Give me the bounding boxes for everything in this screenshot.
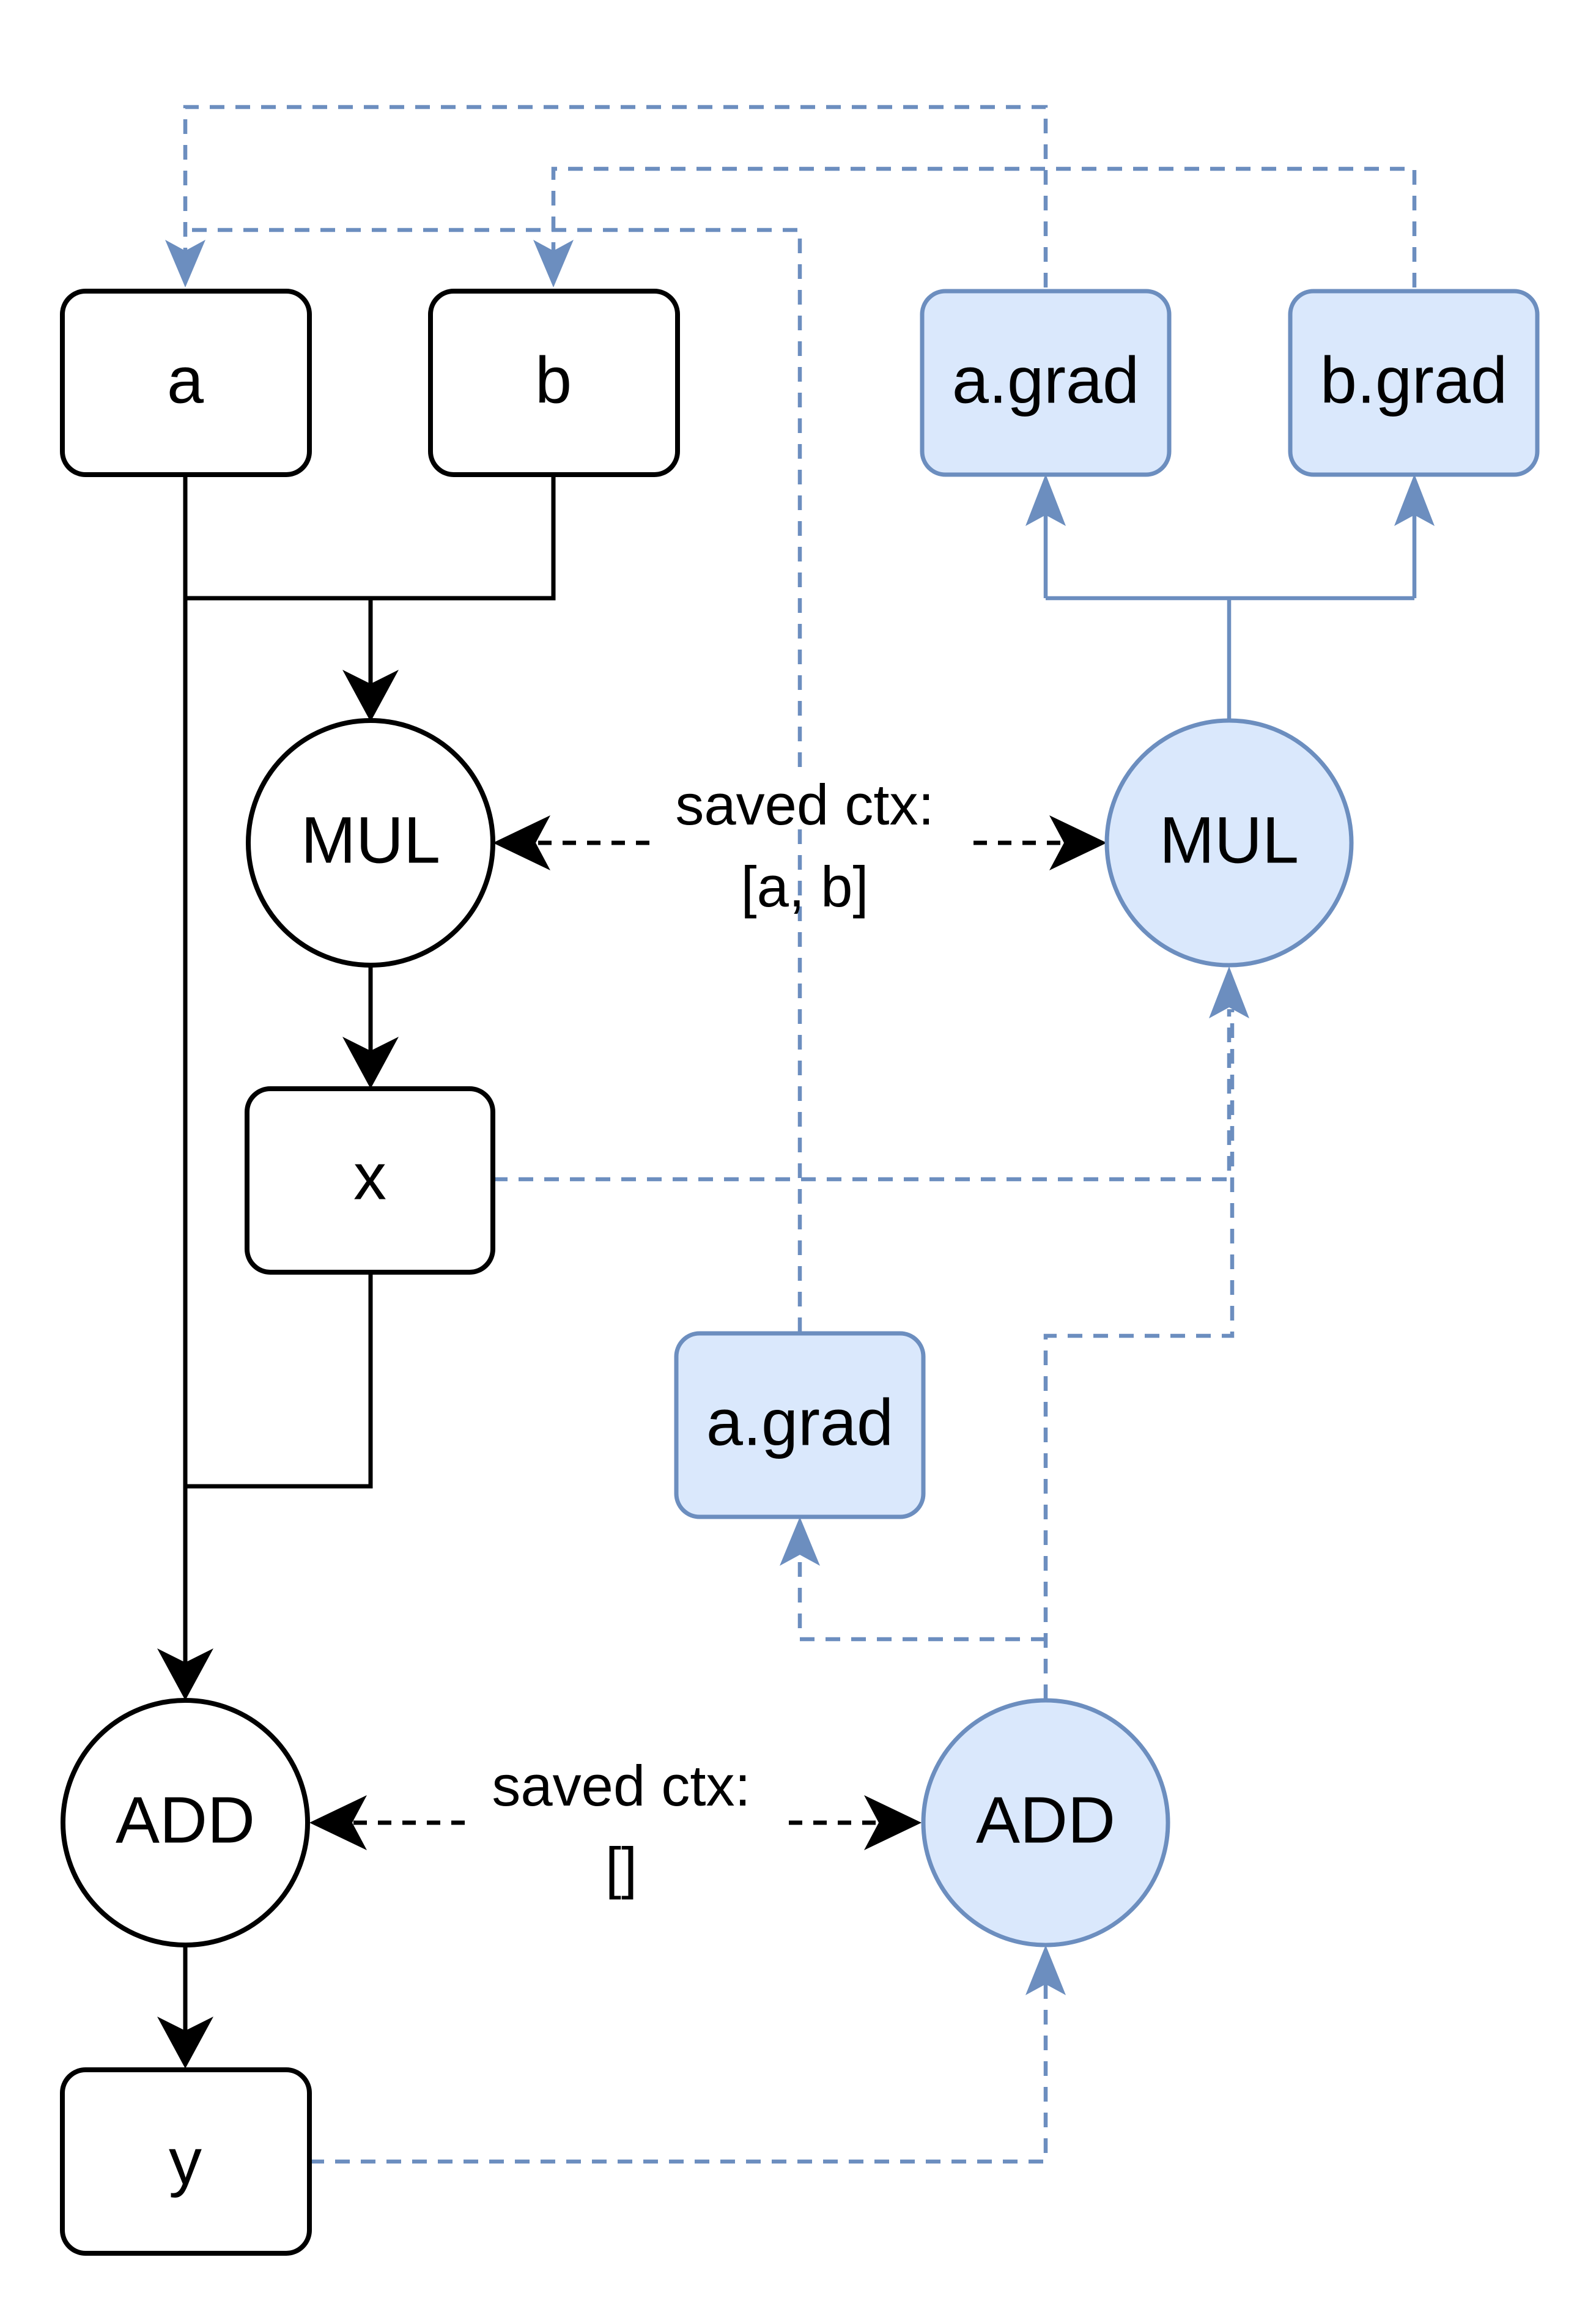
- ctx-add-line1: saved ctx:: [492, 1754, 750, 1818]
- ctx-mul-line1: saved ctx:: [675, 773, 934, 837]
- node-mul-backward-label: MUL: [1159, 803, 1299, 877]
- edge-bwd-add-to-bwd-mul: [1043, 1009, 1235, 1699]
- arrowhead-into-b-grad-top: [1394, 474, 1435, 526]
- arrowhead-into-mul: [342, 670, 399, 722]
- node-x[interactable]: x: [245, 1086, 495, 1275]
- node-b-grad-top-label: b.grad: [1320, 343, 1507, 417]
- node-a-grad-mid-label: a.grad: [706, 1385, 893, 1459]
- edge-x-join: [185, 1272, 373, 1489]
- node-mul-forward[interactable]: MUL: [246, 718, 495, 968]
- edge-bwd-mul-split: [1043, 508, 1417, 721]
- arrowhead-into-a: [165, 240, 205, 287]
- arrowhead-into-a-grad-top: [1025, 474, 1066, 526]
- arrowhead-into-bwd-mul: [1209, 966, 1249, 1018]
- ctx-add-right-arrowhead: [864, 1795, 922, 1850]
- node-add-backward-label: ADD: [976, 1783, 1115, 1857]
- arrowhead-into-x: [342, 1037, 399, 1089]
- node-a-grad-top[interactable]: a.grad: [920, 289, 1172, 477]
- arrowhead-into-bwd-add: [1025, 1945, 1066, 1995]
- node-a-grad-top-label: a.grad: [952, 343, 1139, 417]
- ctx-add-label-bg: [467, 1751, 792, 1809]
- ctx-add-line2: []: [605, 1836, 637, 1900]
- node-b-grad-top[interactable]: b.grad: [1288, 289, 1540, 477]
- node-a[interactable]: a: [60, 289, 312, 477]
- edge-a-grad-top-to-a: [183, 105, 1048, 287]
- node-x-label: x: [353, 1139, 386, 1213]
- edge-bwd-add-to-a-grad-mid: [797, 1547, 1046, 1642]
- node-add-forward-label: ADD: [116, 1783, 255, 1857]
- ctx-mul-line2: [a, b]: [741, 854, 868, 919]
- arrowhead-into-add: [157, 1648, 213, 1700]
- node-b[interactable]: b: [428, 289, 680, 477]
- node-y-label: y: [169, 2124, 202, 2198]
- ctx-mul-label-bg: [649, 771, 975, 829]
- ctx-mul-right-arrowhead: [1049, 815, 1107, 870]
- ctx-mul-left-arrowhead: [493, 815, 550, 870]
- node-y[interactable]: y: [60, 2067, 312, 2256]
- arrowhead-into-y: [157, 2017, 213, 2069]
- node-a-label: a: [167, 343, 204, 417]
- node-add-forward[interactable]: ADD: [61, 1698, 310, 1947]
- node-add-backward[interactable]: ADD: [921, 1698, 1170, 1947]
- edge-y-to-bwd-add: [309, 1982, 1048, 2164]
- node-mul-backward[interactable]: MUL: [1104, 718, 1354, 968]
- node-a-grad-mid[interactable]: a.grad: [674, 1331, 926, 1519]
- edge-b-grad-top-to-b: [551, 166, 1417, 287]
- node-b-label: b: [535, 343, 572, 417]
- arrowhead-into-a-grad-mid: [780, 1517, 820, 1566]
- edge-b-join: [185, 475, 556, 601]
- edge-a-grad-mid-to-a: [185, 228, 802, 1332]
- ctx-add-left-arrowhead: [309, 1795, 367, 1850]
- arrowhead-into-b: [533, 240, 574, 287]
- node-mul-forward-label: MUL: [301, 803, 440, 877]
- edge-x-to-bwd-mul: [493, 1009, 1232, 1182]
